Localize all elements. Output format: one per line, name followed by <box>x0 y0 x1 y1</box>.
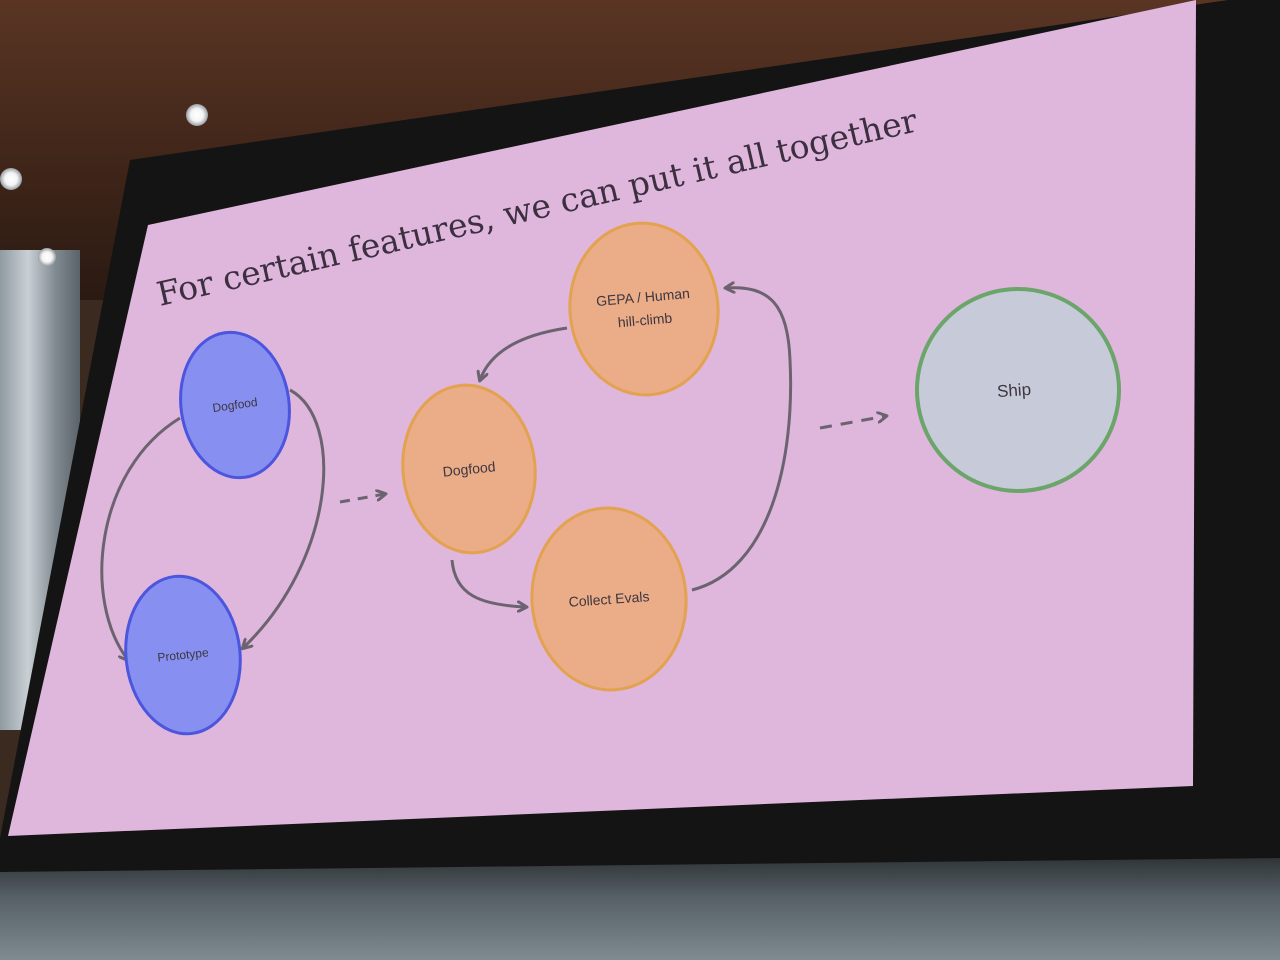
dashed-arrow <box>339 494 385 504</box>
loop-arrow <box>480 326 568 380</box>
ship-node-label: Ship <box>996 380 1031 401</box>
dashed-arrow <box>819 416 886 430</box>
loop-arrow <box>243 388 326 648</box>
ship-node: Ship <box>915 287 1121 493</box>
loop-arrow <box>100 416 181 660</box>
loop-arrow <box>691 288 793 592</box>
gepa-node-label-line2: hill-climb <box>617 310 673 331</box>
ceiling-light <box>0 168 22 190</box>
dogfood-node-blue: Dogfood <box>179 330 291 480</box>
dogfood-node-orange-label: Dogfood <box>442 458 496 479</box>
loop-arrow <box>450 559 526 607</box>
dogfood-node-blue-label: Dogfood <box>212 395 259 415</box>
collect-evals-node-label: Collect Evals <box>568 588 650 610</box>
dogfood-node-orange: Dogfood <box>401 383 537 555</box>
ceiling-light <box>38 248 56 266</box>
prototype-node-label: Prototype <box>157 645 210 664</box>
prototype-node: Prototype <box>124 574 242 736</box>
ceiling-light <box>186 104 208 126</box>
background-windows <box>0 855 1280 960</box>
gepa-node: GEPA / Human hill-climb <box>568 221 720 397</box>
collect-evals-node: Collect Evals <box>530 506 688 692</box>
slide-background <box>8 0 1196 836</box>
